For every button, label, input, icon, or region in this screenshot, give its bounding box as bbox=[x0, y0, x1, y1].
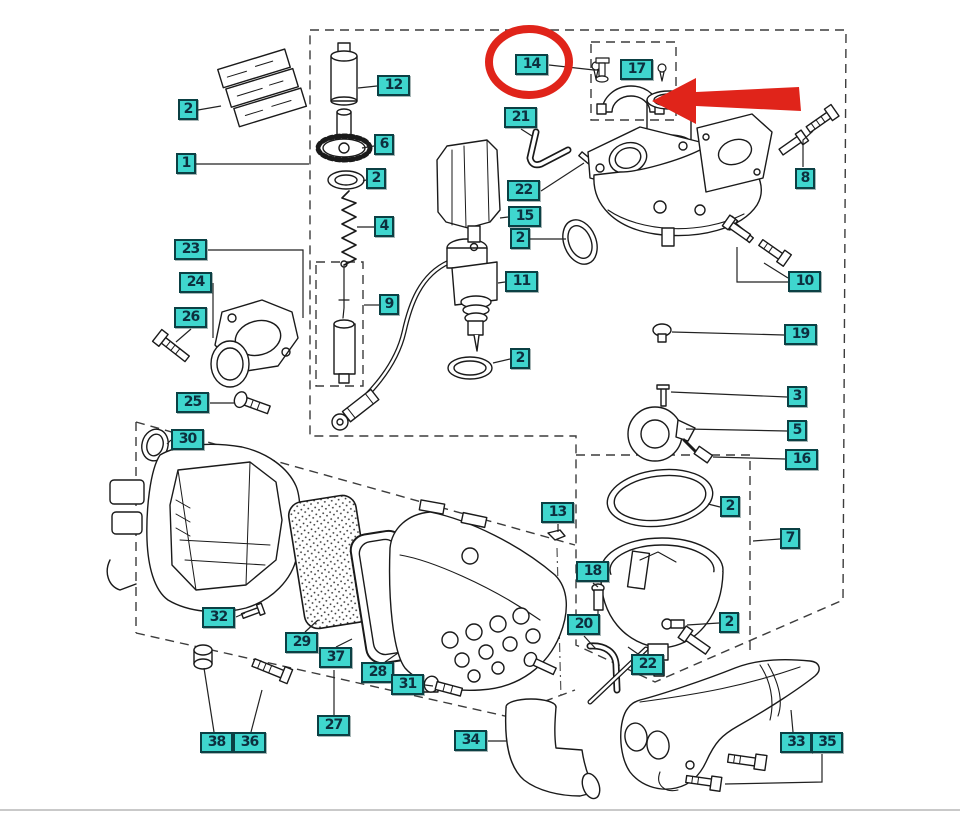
bowl-gasket bbox=[606, 468, 714, 528]
bolt-31 bbox=[423, 675, 464, 697]
part-label-21-13: 21 bbox=[504, 107, 537, 128]
part-label-31-37: 31 bbox=[391, 674, 424, 695]
part-label-34-41: 34 bbox=[454, 730, 487, 751]
part-label-20-30: 20 bbox=[567, 614, 600, 635]
part-label-2-0: 2 bbox=[178, 99, 198, 120]
part-label-17-12: 17 bbox=[620, 59, 653, 80]
part-label-9-10: 9 bbox=[379, 294, 399, 315]
part-label-33-42: 33 bbox=[780, 732, 812, 753]
part-label-38-39: 38 bbox=[200, 732, 233, 753]
spring bbox=[341, 190, 357, 266]
leader-lines bbox=[166, 64, 823, 785]
part-label-22-14: 22 bbox=[507, 180, 540, 201]
throttle-slide bbox=[330, 42, 358, 106]
intake-flange bbox=[210, 299, 299, 388]
clip-13 bbox=[547, 529, 566, 541]
part-label-1-1: 1 bbox=[176, 153, 196, 174]
part-label-23-6: 23 bbox=[174, 239, 207, 260]
part-label-27-38: 27 bbox=[317, 715, 350, 736]
float-bowl bbox=[600, 537, 724, 677]
o-ring bbox=[447, 356, 493, 380]
part-label-3-22: 3 bbox=[787, 386, 807, 407]
part-label-36-40: 36 bbox=[233, 732, 266, 753]
part-label-8-19: 8 bbox=[795, 168, 815, 189]
part-label-5-23: 5 bbox=[787, 420, 807, 441]
part-label-29-34: 29 bbox=[285, 632, 318, 653]
part-label-2-31: 2 bbox=[719, 612, 739, 633]
belt-cover bbox=[620, 659, 820, 792]
part-label-7-28: 7 bbox=[780, 528, 800, 549]
parts-artwork bbox=[106, 42, 840, 800]
highlight-circle bbox=[485, 25, 573, 99]
part-label-6-3: 6 bbox=[374, 134, 394, 155]
part-label-15-15: 15 bbox=[508, 206, 541, 227]
part-label-26-8: 26 bbox=[174, 307, 207, 328]
flange-gasket bbox=[562, 219, 598, 265]
air-horn bbox=[436, 139, 501, 252]
part-label-2-16: 2 bbox=[510, 228, 530, 249]
part-label-14-11: 14 bbox=[515, 54, 548, 75]
washer bbox=[327, 170, 365, 190]
part-label-12-2: 12 bbox=[377, 75, 410, 96]
part-label-32-33: 32 bbox=[202, 607, 235, 628]
part-label-28-36: 28 bbox=[361, 662, 394, 683]
bolt bbox=[685, 774, 723, 792]
bolt bbox=[726, 753, 768, 772]
carburetor-body bbox=[587, 90, 773, 247]
part-label-19-21: 19 bbox=[784, 324, 817, 345]
airbox-housing bbox=[106, 428, 301, 613]
part-label-4-5: 4 bbox=[374, 216, 394, 237]
choke-unit bbox=[446, 238, 498, 352]
bolt bbox=[151, 328, 190, 363]
jets-10 bbox=[721, 214, 793, 267]
part-label-18-29: 18 bbox=[576, 561, 609, 582]
part-label-25-9: 25 bbox=[176, 392, 209, 413]
cable-end bbox=[331, 388, 380, 431]
screw-18 bbox=[591, 583, 605, 619]
screw-2 bbox=[661, 618, 711, 655]
jet-needle bbox=[333, 260, 356, 384]
part-label-24-7: 24 bbox=[179, 272, 212, 293]
intake-duct bbox=[504, 698, 601, 800]
plug-19 bbox=[652, 323, 672, 343]
part-label-16-24: 16 bbox=[785, 449, 818, 470]
part-label-35-43: 35 bbox=[811, 732, 843, 753]
grommet-38 bbox=[193, 644, 213, 670]
airbox-cover bbox=[388, 499, 568, 693]
part-label-30-25: 30 bbox=[171, 429, 204, 450]
part-label-22-32: 22 bbox=[631, 654, 664, 675]
highlight-arrow bbox=[652, 78, 801, 124]
part-label-2-18: 2 bbox=[510, 348, 530, 369]
valve-cap bbox=[315, 108, 373, 163]
part-label-10-20: 10 bbox=[788, 271, 821, 292]
center-axis-line bbox=[556, 547, 562, 699]
bolt-36 bbox=[251, 658, 294, 685]
bolt bbox=[233, 391, 271, 415]
adjuster-screws-8 bbox=[778, 103, 840, 156]
part-label-2-27: 2 bbox=[720, 496, 740, 517]
gasket-sheets-icon bbox=[217, 48, 308, 128]
part-label-11-17: 11 bbox=[505, 271, 538, 292]
part-label-2-4: 2 bbox=[366, 168, 386, 189]
part-label-37-35: 37 bbox=[319, 647, 352, 668]
float-assembly bbox=[627, 384, 714, 464]
screw-32 bbox=[240, 602, 266, 619]
bolt bbox=[523, 651, 557, 676]
pin-14 bbox=[595, 57, 610, 83]
part-label-13-26: 13 bbox=[541, 502, 574, 523]
